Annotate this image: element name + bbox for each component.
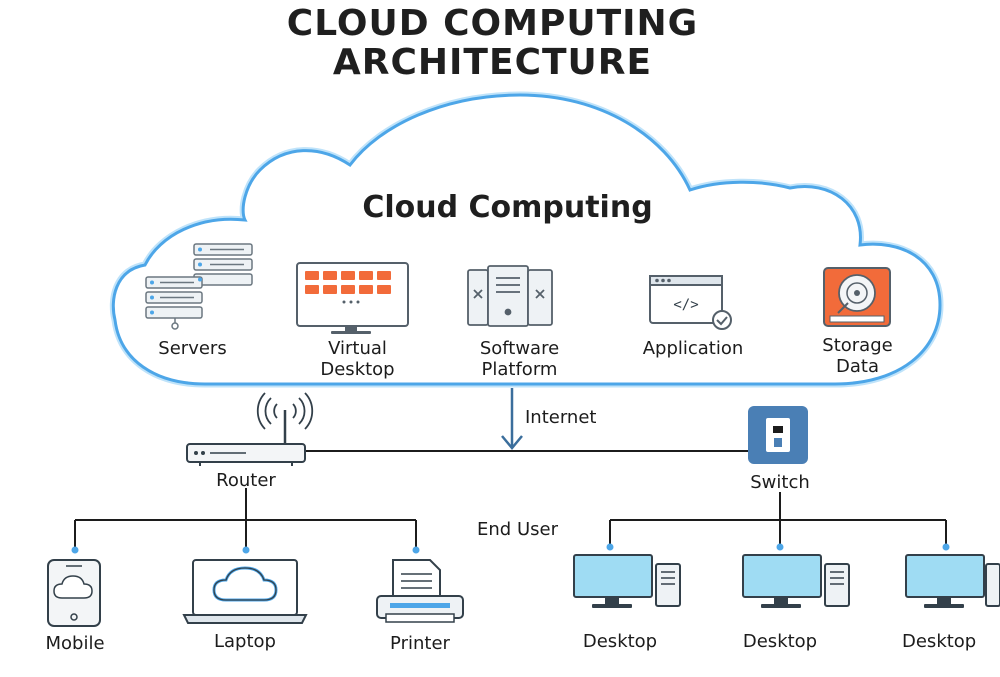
server-rack-icon [145,243,253,330]
printer-icon [376,559,464,623]
laptop-icon [182,559,308,624]
page-title-line-2: ARCHITECTURE [332,42,653,83]
router-icon [186,392,314,466]
device-label-mobile: Mobile [45,633,105,654]
switch-branch-lines [609,492,947,545]
router-branch-lines [74,488,417,548]
monitor-grid-icon [296,262,409,334]
code-window-icon: </> [649,275,732,330]
device-label-desktop-3: Desktop [902,631,977,652]
page-title-line-1: CLOUD COMPUTING [286,3,699,44]
switch-label: Switch [750,472,810,493]
desktop-computer-icon [742,554,850,608]
device-label-desktop-1: Desktop [582,631,658,652]
switch-icon [748,406,808,464]
hard-drive-icon [823,267,891,327]
switch-branch-nodes [606,543,950,551]
service-label-application: Application [642,338,744,359]
desktop-computer-icon [573,554,681,608]
svg-text:</>: </> [673,297,698,313]
service-label-virtual-desktop: Virtual Desktop [320,338,395,380]
cloud-title: Cloud Computing [362,190,653,225]
router-branch-nodes [71,546,420,554]
service-label-servers: Servers [158,338,227,359]
device-label-laptop: Laptop [214,631,276,652]
service-label-storage-data: Storage Data [822,335,893,377]
router-label: Router [216,470,276,491]
desktop-computer-icon [905,554,1000,608]
internet-arrow [501,388,523,450]
service-label-software-platform: Software Platform [479,338,560,380]
device-label-printer: Printer [390,633,450,654]
end-user-label: End User [477,519,558,540]
server-tower-icon [467,265,553,327]
internet-label: Internet [525,407,597,428]
device-label-desktop-2: Desktop [742,631,818,652]
mobile-phone-icon [47,559,101,627]
